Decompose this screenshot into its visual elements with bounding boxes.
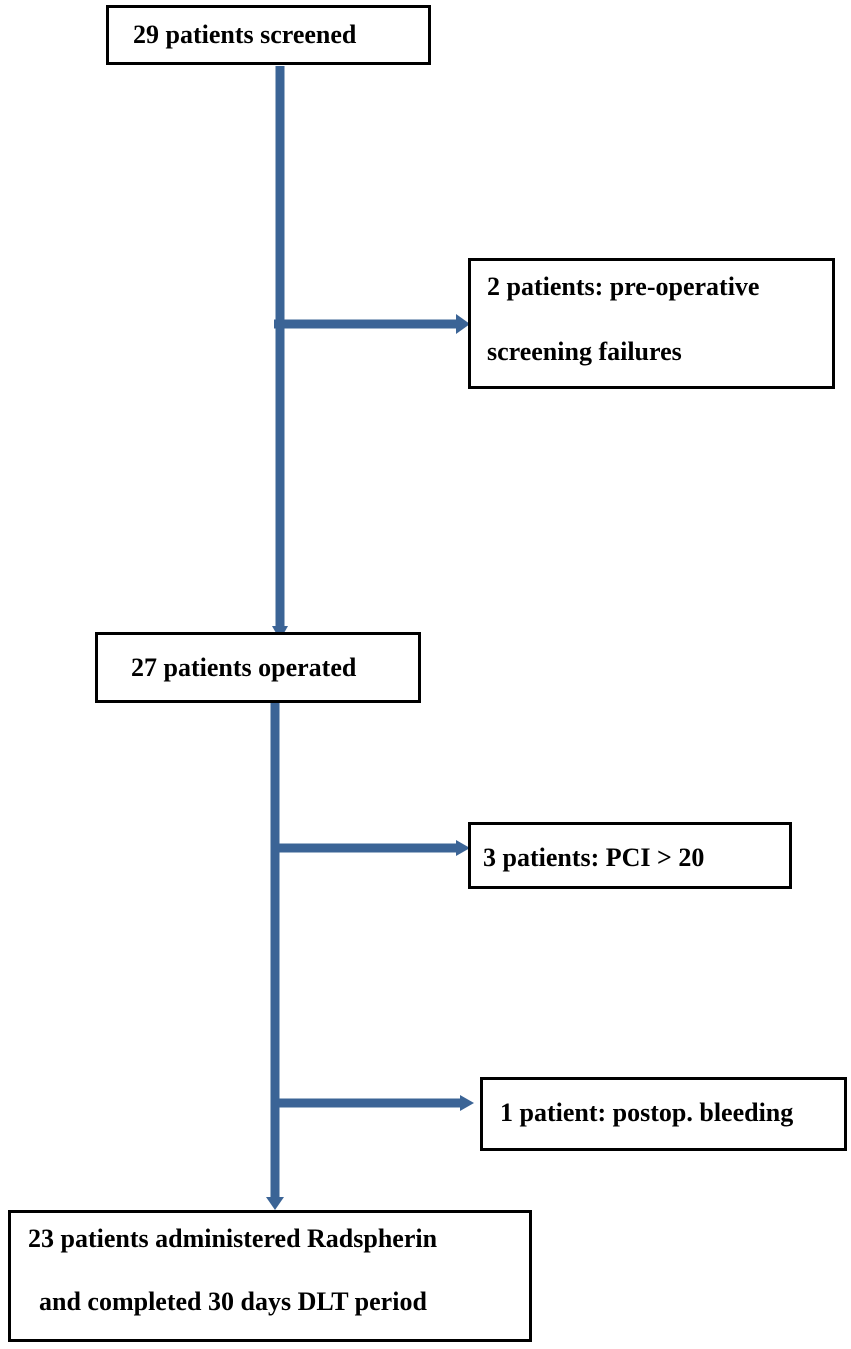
operated-label: 27 patients operated <box>131 653 357 682</box>
box-exclusion-preoperative: 2 patients: pre-operative screening fail… <box>468 258 835 389</box>
arrowhead-right-exclusion-2 <box>456 840 470 856</box>
exclusion-1-label-line-2: screening failures <box>487 337 682 366</box>
box-exclusion-bleeding: 1 patient: postop. bleeding <box>480 1077 847 1151</box>
box-exclusion-pci: 3 patients: PCI > 20 <box>468 822 792 889</box>
arrowhead-down-final <box>266 1197 284 1210</box>
box-final: 23 patients administered Radspherin and … <box>8 1210 532 1342</box>
arrowhead-right-exclusion-3 <box>460 1095 474 1111</box>
box-operated: 27 patients operated <box>95 632 421 703</box>
screened-label: 29 patients screened <box>133 20 357 49</box>
final-label-line-2: and completed 30 days DLT period <box>39 1287 427 1316</box>
exclusion-1-label-line-1: 2 patients: pre-operative <box>487 272 760 301</box>
final-label-line-1: 23 patients administered Radspherin <box>28 1224 438 1253</box>
arrowhead-right-exclusion-1 <box>456 314 470 334</box>
box-screened: 29 patients screened <box>106 5 431 65</box>
exclusion-3-label: 1 patient: postop. bleeding <box>500 1098 794 1127</box>
exclusion-2-label: 3 patients: PCI > 20 <box>483 843 705 872</box>
